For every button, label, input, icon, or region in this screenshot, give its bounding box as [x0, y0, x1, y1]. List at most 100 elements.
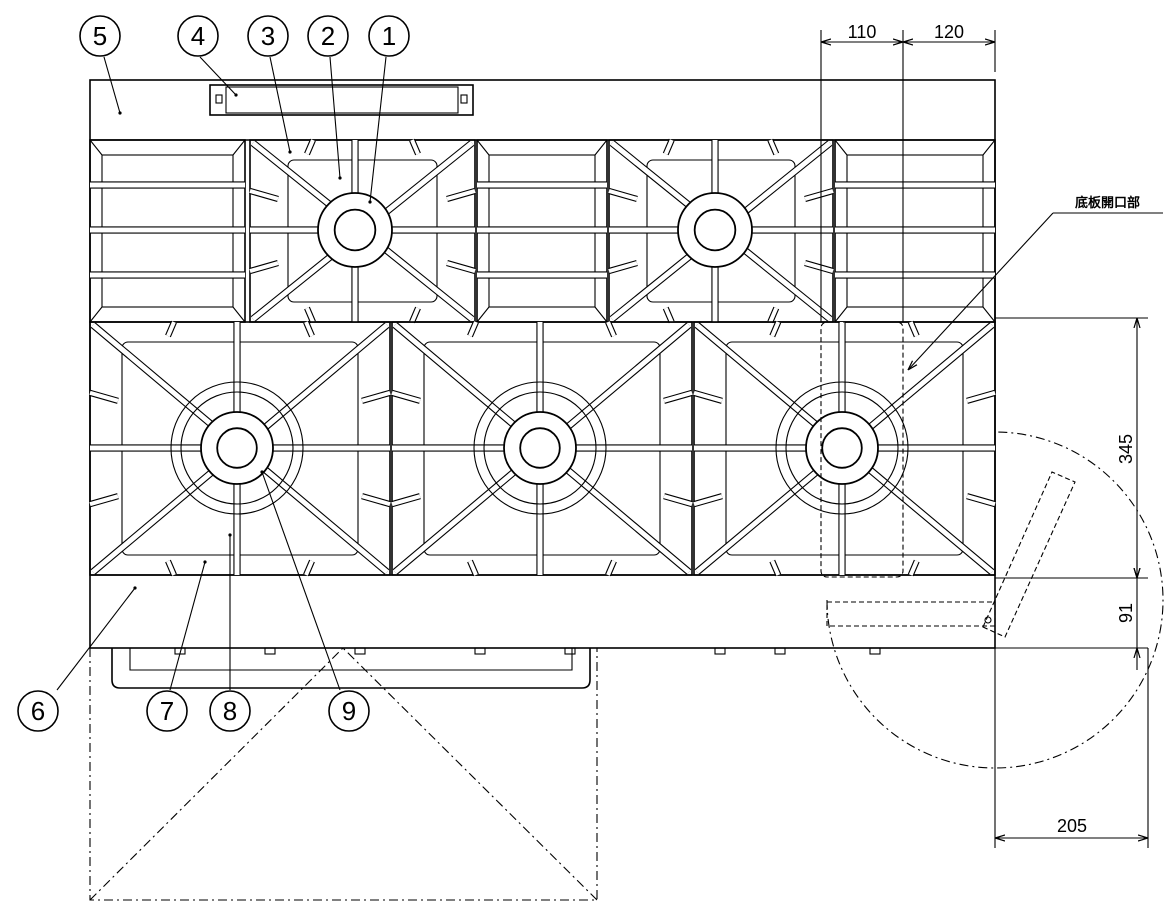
- plain-corner: [89, 306, 103, 323]
- small-burner-grate-1-prong-fill: [249, 261, 279, 273]
- large-burner-grate-3-prong-fill: [966, 390, 996, 403]
- callout-5: 5: [79, 15, 121, 57]
- small-burner-grate-2: [608, 138, 834, 324]
- plain-corner: [476, 139, 490, 156]
- large-burner-grate-2-ring-outer: [473, 381, 607, 515]
- small-burner-grates: [249, 138, 834, 324]
- large-burner-grate-2-burner-center: [519, 427, 561, 469]
- large-burner-grate-2-prong-fill: [468, 321, 478, 337]
- plain-grates: [89, 139, 996, 323]
- plain-grate-3: [834, 139, 996, 323]
- leader-2: [329, 56, 341, 179]
- dot-4: [234, 93, 238, 97]
- large-burner-grate-2-prong-fill: [606, 321, 616, 337]
- large-burner-grate-3-prong-fill: [693, 390, 723, 403]
- large-burner-grate-3-prong-fill: [908, 321, 919, 337]
- callout-6-label: 6: [31, 696, 45, 726]
- side-door-open: [982, 471, 1076, 638]
- bottom-opening: [820, 321, 904, 578]
- dim-120: 120: [934, 22, 964, 42]
- large-burner-grate-1-burner-center: [216, 427, 258, 469]
- large-burner-grate-1-prong-fill: [304, 321, 314, 337]
- foot-2: [264, 647, 276, 655]
- large-burner-grate-3: [693, 320, 996, 577]
- large-burner-grate-2-prong-fill: [663, 494, 693, 507]
- door-swing: [89, 647, 598, 901]
- callout-3: 3: [247, 15, 289, 57]
- large-burner-grate-3-ring-mid: [785, 391, 899, 505]
- foot-8: [869, 647, 881, 655]
- door-diag-left: [89, 647, 344, 901]
- large-burner-grate-3-ring-outer: [775, 381, 909, 515]
- dot-2: [338, 176, 342, 180]
- plain-corner: [232, 139, 246, 156]
- large-burner-grate-1-prong-fill: [166, 321, 176, 337]
- large-burner-grate-1-ring-mid: [180, 391, 294, 505]
- door-open-outline: [89, 648, 598, 901]
- large-burner-grates: [89, 320, 996, 577]
- dim-91: 91: [1116, 603, 1136, 623]
- dot-9: [260, 470, 264, 474]
- name-plate: [209, 84, 474, 116]
- callout-8: 8: [209, 690, 251, 732]
- side-door-swing: [826, 431, 1164, 769]
- callout-3-label: 3: [261, 21, 275, 51]
- dim-345: 345: [1116, 434, 1136, 464]
- small-burner-grate-2-prong-fill: [663, 139, 674, 155]
- plain-corner: [834, 139, 848, 156]
- small-burner-grate-1-prong-fill: [305, 307, 315, 323]
- callout-8-label: 8: [223, 696, 237, 726]
- dim-110: 110: [848, 22, 877, 42]
- plain-corner: [89, 139, 103, 156]
- callouts: 1 2 3 4 5 6 7 8: [17, 15, 410, 732]
- leader-7: [169, 561, 206, 691]
- large-burner-grate-3-prong-fill: [770, 560, 781, 576]
- front-handle: [111, 647, 881, 689]
- plain-corner: [982, 306, 996, 323]
- dot-7: [203, 560, 207, 564]
- plain-grate-2: [476, 139, 608, 323]
- dot-8: [228, 533, 232, 537]
- plate-screw-right: [460, 94, 468, 104]
- name-plate-inner: [225, 86, 459, 114]
- small-burner-grate-2-prong-fill: [663, 307, 674, 323]
- large-burner-grate-2-prong-fill: [663, 390, 693, 403]
- small-burner-grate-2-prong-fill: [768, 307, 779, 323]
- handle-outer: [111, 648, 591, 689]
- small-burner-grate-1-prong-fill: [305, 139, 315, 155]
- large-burner-grate-2-prong-fill: [468, 560, 478, 576]
- handle-inner: [129, 648, 573, 671]
- large-burner-grate-3-prong-fill: [770, 321, 781, 337]
- small-burner-grate-2-prong-fill: [804, 189, 834, 201]
- callout-2-label: 2: [321, 21, 335, 51]
- dot-5: [118, 111, 122, 115]
- leader-6: [56, 587, 136, 691]
- large-burner-grate-1-prong-fill: [304, 560, 314, 576]
- small-burner-grate-2-prong-fill: [608, 261, 638, 273]
- opening-annotation: 底板開口部: [908, 195, 1163, 370]
- small-burner-grate-1-prong-fill: [446, 261, 476, 273]
- door-diag-right: [342, 647, 598, 901]
- plain-corner: [834, 306, 848, 323]
- small-burner-grate-2-prong-fill: [768, 139, 779, 155]
- plain-corner: [594, 139, 608, 156]
- large-burner-grate-3-prong-fill: [966, 494, 996, 507]
- large-burner-grate-1-prong-fill: [89, 390, 119, 403]
- callout-6: 6: [17, 690, 59, 732]
- small-burner-grate-1-prong-fill: [446, 189, 476, 201]
- dot-6: [133, 586, 137, 590]
- large-burner-grate-1-prong-fill: [166, 560, 176, 576]
- foot-3: [354, 647, 366, 655]
- leader-9: [261, 471, 341, 691]
- callout-4: 4: [177, 15, 219, 57]
- callout-9: 9: [328, 690, 370, 732]
- callout-2: 2: [307, 15, 349, 57]
- large-burner-grate-1-prong-fill: [361, 390, 391, 403]
- plain-corner: [982, 139, 996, 156]
- swing-arc: [826, 431, 1164, 769]
- small-burner-grate-2-prong-fill: [608, 189, 638, 201]
- annotation-leader: [908, 212, 1054, 370]
- callout-leaders: [56, 56, 387, 691]
- foot-6: [714, 647, 726, 655]
